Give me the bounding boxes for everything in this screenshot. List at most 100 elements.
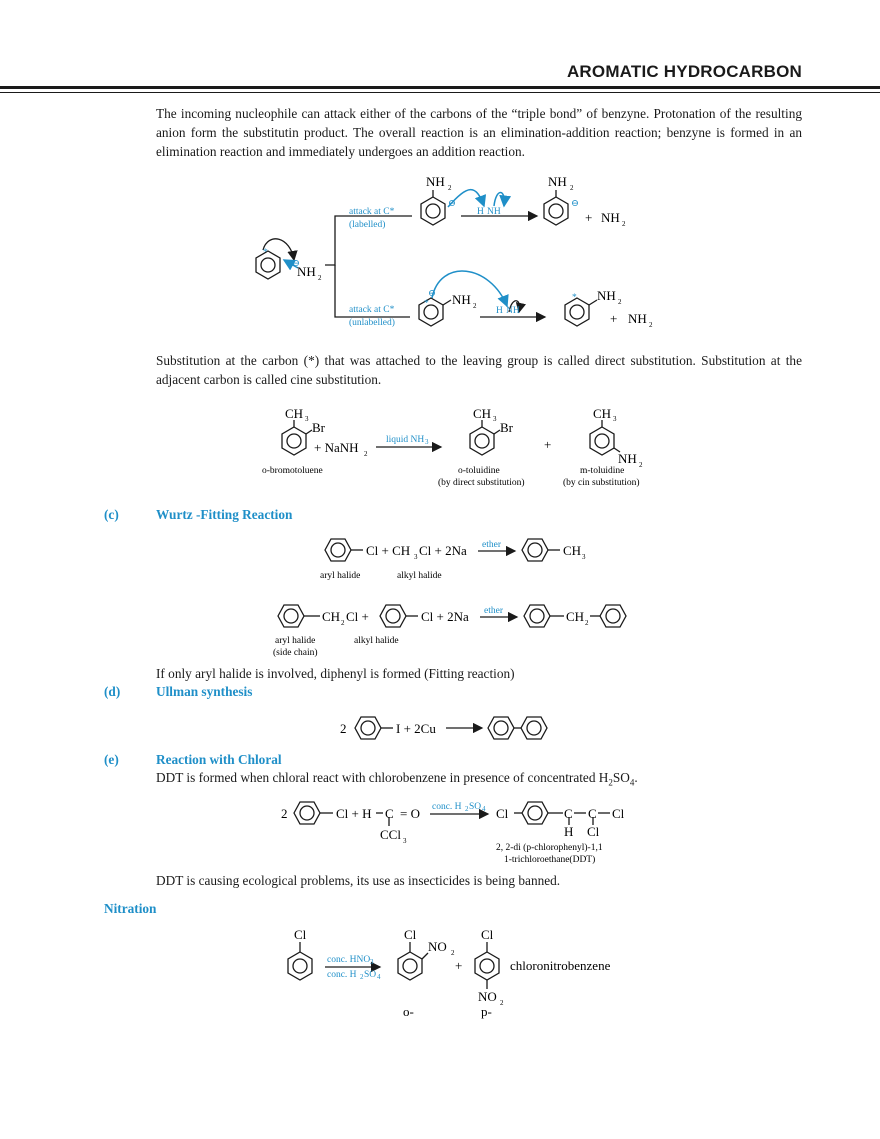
- wurtz2-label-alkyl: alkyl halide: [354, 636, 399, 646]
- wurtz1-product: CH: [563, 543, 581, 558]
- unlabelled-product-ring: [564, 297, 590, 327]
- unlabelled-product-nh2: NH: [597, 288, 616, 303]
- page-header-title: AROMATIC HYDROCARBON: [566, 62, 802, 81]
- unlabelled-product-nh2-sub: 2: [618, 298, 622, 306]
- chloral-carbon: C: [385, 806, 394, 821]
- wurtz2-cl-plus: Cl +: [346, 609, 369, 624]
- m-toluidine-ch3-sub: 3: [613, 415, 617, 423]
- o-toluidine-br: Br: [500, 420, 514, 435]
- biphenyl-ring2: [520, 716, 548, 740]
- nitration-reactant-cl: Cl: [294, 927, 307, 942]
- product1-note: (by direct substitution): [438, 477, 525, 488]
- labelled-proton-h: H: [477, 207, 484, 217]
- o-chloronitrobenzene-ring: [397, 951, 423, 981]
- ddt-cl-bottom: Cl: [587, 824, 600, 839]
- wurtz1-aryl-ring: [324, 538, 352, 562]
- ddt-arrow-sub1: 2: [465, 805, 469, 813]
- nitration-arrow-top-sub: 3: [370, 958, 374, 966]
- unlabelled-anion-minus: ⊖: [428, 289, 436, 299]
- nitration-arrow-top: conc. HNO: [327, 955, 370, 965]
- unlabelled-nh2-sub: 2: [649, 321, 653, 329]
- m-toluidine-ring: [589, 426, 615, 456]
- substitution-paragraph: Substitution at the carbon (*) that was …: [156, 353, 802, 387]
- intro-paragraph: The incoming nucleophile can attack eith…: [156, 106, 802, 159]
- wurtz1-reactants-sub: 3: [414, 553, 418, 561]
- unlabelled-anion-nh2: NH: [452, 292, 471, 307]
- toluidine-reagent-sub: 2: [364, 450, 368, 458]
- labelled-nh2: NH: [601, 210, 620, 225]
- wurtz2-reactants-rest: Cl + 2Na: [421, 609, 469, 624]
- fitting-note: If only aryl halide is involved, dipheny…: [156, 666, 515, 681]
- bromotoluene-ring: [281, 426, 307, 456]
- labelled-anion-nh2: NH: [426, 174, 445, 189]
- toluidine-reagent: + NaNH: [314, 440, 359, 455]
- section-d-title: Ullman synthesis: [156, 684, 253, 699]
- path-unlabelled-line1: attack at C*: [349, 305, 395, 315]
- section-c-title: Wurtz -Fitting Reaction: [156, 507, 293, 522]
- para-no2-sub: 2: [500, 999, 504, 1007]
- wurtz2-product-ch2: CH: [566, 609, 584, 624]
- labelled-anion-ring: [420, 196, 446, 226]
- chloral-ccl3: CCl: [380, 827, 401, 842]
- wurtz2-product-ring2: [599, 604, 627, 628]
- ortho-no2: NO: [428, 939, 447, 954]
- ddt-arrow-label: conc. H: [432, 802, 462, 812]
- unlabelled-proton-h: H: [496, 306, 503, 316]
- o-toluidine-ch3-sub: 3: [493, 415, 497, 423]
- ddt-sentence: DDT is formed when chloral react with ch…: [156, 770, 638, 788]
- benzyne-minus: ⊖: [292, 259, 300, 269]
- ddt-arrow-sub2: 4: [482, 805, 486, 813]
- wurtz2-aryl-ring: [379, 604, 407, 628]
- reactant-name: o-bromotoluene: [262, 466, 323, 476]
- ullman-reagents: I + 2Cu: [396, 721, 436, 736]
- para-no2: NO: [478, 989, 497, 1004]
- ddt-note: DDT is causing ecological problems, its …: [156, 873, 561, 888]
- wurtz2-label-aryl-note: (side chain): [273, 647, 318, 658]
- unlabelled-nh2: NH: [628, 311, 647, 326]
- m-toluidine-ch3: CH: [593, 406, 611, 421]
- labelled-product-nh2: NH: [548, 174, 567, 189]
- m-toluidine-nh2-sub: 2: [639, 461, 643, 469]
- ddt-coef: 2: [281, 806, 288, 821]
- wurtz1-reactants: Cl + CH: [366, 543, 410, 558]
- ddt-cl-right: Cl: [612, 806, 625, 821]
- labelled-anion-minus: ⊖: [448, 199, 456, 209]
- benzyne-star: *: [263, 248, 268, 258]
- unlabelled-anion-nh2-sub: 2: [473, 302, 477, 310]
- product1-name: o-toluidine: [458, 466, 500, 476]
- wurtz1-reactants-rest: Cl + 2Na: [419, 543, 467, 558]
- ddt-product-ring: [521, 801, 549, 825]
- labelled-product-minus: ⊖: [571, 199, 579, 209]
- labelled-nh2-sub: 2: [622, 220, 626, 228]
- wurtz2-ch2: CH: [322, 609, 340, 624]
- ddt-c2: C: [588, 806, 597, 821]
- bromotoluene-ch3-sub: 3: [305, 415, 309, 423]
- wurtz2-benzyl-ring: [277, 604, 305, 628]
- section-c-letter: (c): [104, 507, 119, 522]
- path-unlabelled-line2: (unlabelled): [349, 317, 395, 328]
- benzyne-ring: [255, 250, 281, 280]
- chloral-ccl3-sub: 3: [403, 837, 407, 845]
- nitration-arrow-bottom-sub1: 2: [360, 973, 364, 981]
- path-labelled-line2: (labelled): [349, 219, 385, 230]
- nitration-chlorobenzene-ring: [287, 951, 313, 981]
- ddt-chlorobenzene-ring: [293, 801, 321, 825]
- unlabelled-proton-nh: NH: [506, 306, 520, 316]
- ddt-reactants: Cl + H: [336, 806, 372, 821]
- p-chloronitrobenzene-ring: [474, 951, 500, 981]
- nitration-arrow-bottom: conc. H: [327, 970, 357, 980]
- chloral-oxygen: = O: [400, 806, 420, 821]
- bromotoluene-br: Br: [312, 420, 326, 435]
- header-rule-thick: [0, 86, 880, 89]
- labelled-product-ring: [543, 196, 569, 226]
- ortho-no2-sub: 2: [451, 949, 455, 957]
- ddt-name-line1: 2, 2-di (p-chlorophenyl)-1,1: [496, 842, 603, 853]
- bromotoluene-ch3: CH: [285, 406, 303, 421]
- path-labelled-line1: attack at C*: [349, 207, 395, 217]
- unlabelled-anion-star: *: [424, 299, 429, 309]
- unlabelled-product-star: *: [572, 293, 577, 303]
- section-e-title: Reaction with Chloral: [156, 752, 282, 767]
- para-label: p-: [481, 1004, 492, 1019]
- header-rule-thin: [0, 92, 880, 93]
